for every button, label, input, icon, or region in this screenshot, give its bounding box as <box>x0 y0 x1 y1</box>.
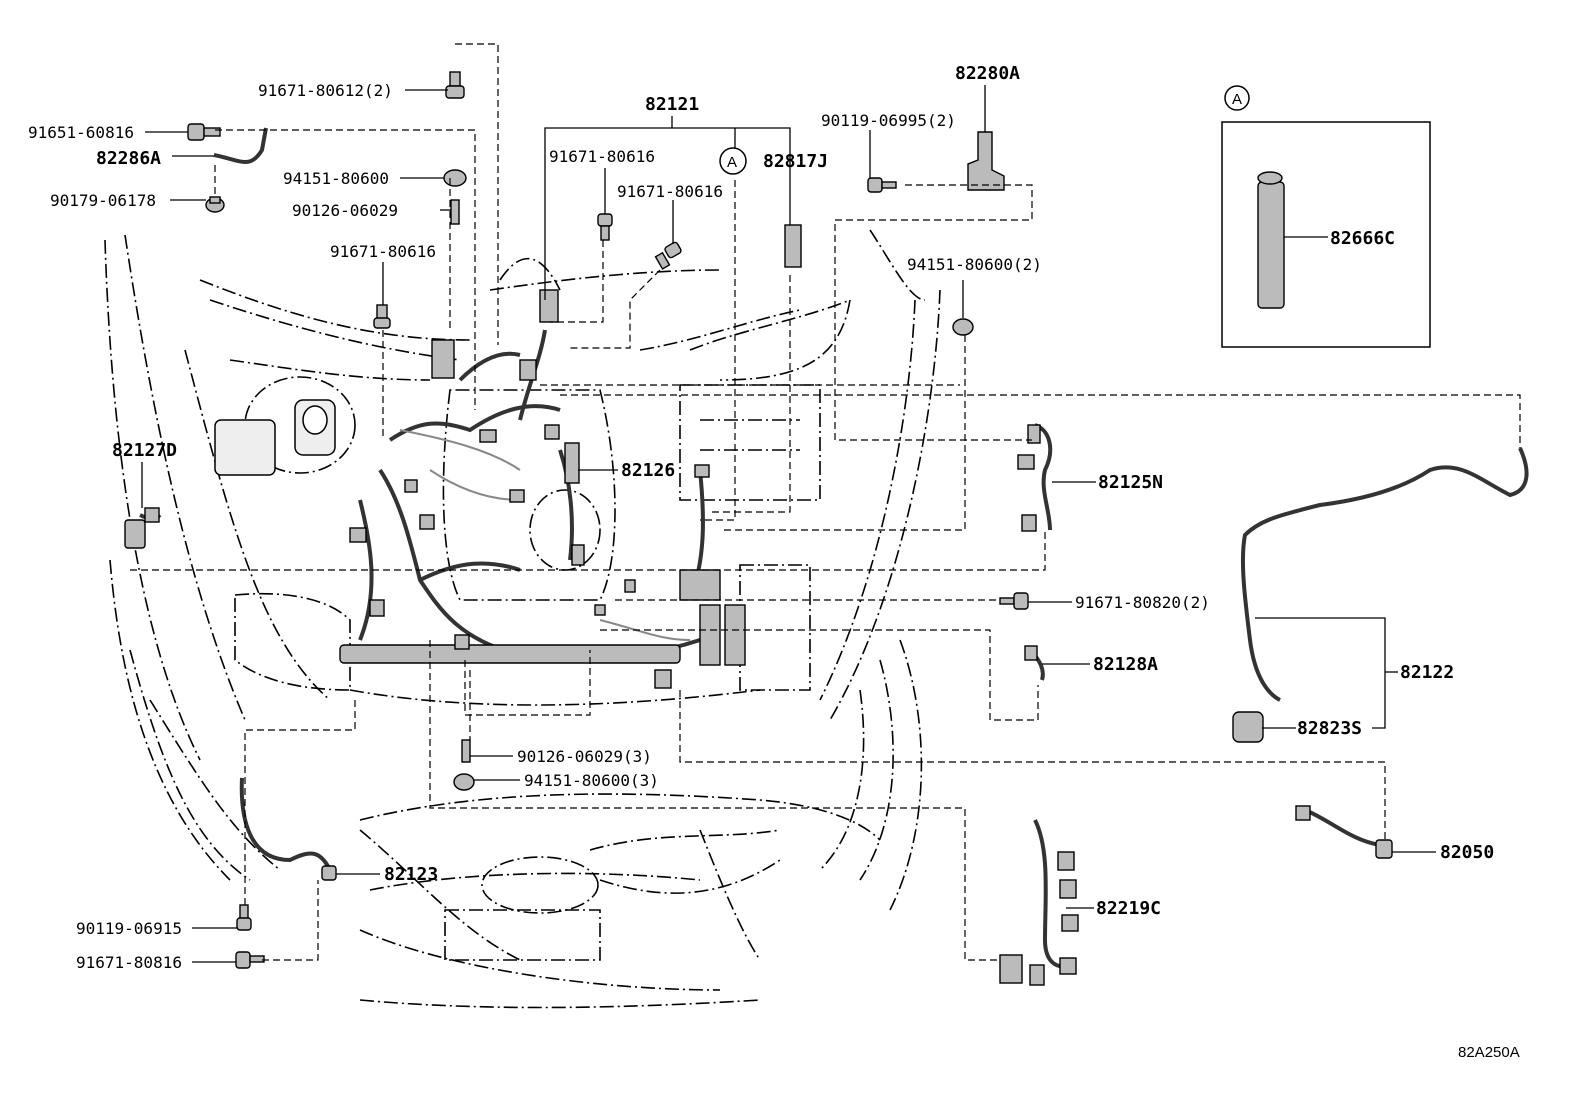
label-91671-80616-left: 91671-80616 <box>330 242 436 261</box>
label-94151-80600-top: 94151-80600 <box>283 169 389 188</box>
label-94151-80600-bottom: 94151-80600(3) <box>524 771 659 790</box>
label-90126-06029-bottom: 90126-06029(3) <box>517 747 652 766</box>
label-91671-80816: 91671-80816 <box>76 953 182 972</box>
label-82126: 82126 <box>621 460 675 481</box>
inset-callout-letter: A <box>1232 91 1242 108</box>
label-82121: 82121 <box>645 94 699 115</box>
label-94151-80600-right: 94151-80600(2) <box>907 255 1042 274</box>
callout-letter-a: A <box>727 154 737 171</box>
reference-dash-lines <box>130 43 1521 961</box>
nut-icon <box>952 318 974 336</box>
label-82125n: 82125N <box>1098 472 1163 493</box>
bolt-icon <box>187 123 221 141</box>
label-90126-06029-top: 90126-06029 <box>292 201 398 220</box>
stud-icon <box>450 199 460 225</box>
bolt-icon <box>654 241 682 270</box>
bolt-icon <box>867 177 897 193</box>
label-91671-80616-mid: 91671-80616 <box>549 147 655 166</box>
callout-circle-a <box>719 147 747 175</box>
bolt-icon <box>235 951 265 969</box>
label-91671-80612: 91671-80612(2) <box>258 81 393 100</box>
bolt-icon <box>999 592 1029 610</box>
leader-lines <box>141 85 1436 963</box>
nut-icon <box>453 773 475 791</box>
label-82666c: 82666C <box>1330 228 1395 249</box>
inset-box-a <box>1221 121 1431 348</box>
label-91671-80820: 91671-80820(2) <box>1075 593 1210 612</box>
label-90119-06915: 90119-06915 <box>76 919 182 938</box>
stud-icon <box>461 739 471 763</box>
label-82286a: 82286A <box>96 148 161 169</box>
label-91651-60816: 91651-60816 <box>28 123 134 142</box>
label-91671-80616-right: 91671-80616 <box>617 182 723 201</box>
engine-room-main-harness <box>339 289 746 689</box>
label-90179-06178: 90179-06178 <box>50 191 156 210</box>
fastener-icons <box>187 71 1029 969</box>
nut-icon <box>443 169 467 187</box>
inset-callout-circle <box>1224 85 1250 111</box>
label-90119-06995: 90119-06995(2) <box>821 111 956 130</box>
bolt-icon <box>597 213 613 241</box>
label-82219c: 82219C <box>1096 898 1161 919</box>
label-82123: 82123 <box>384 864 438 885</box>
label-82128a: 82128A <box>1093 654 1158 675</box>
label-82280a: 82280A <box>955 63 1020 84</box>
bolt-icon <box>373 304 391 329</box>
bolt-icon <box>445 71 465 99</box>
bolt-icon <box>236 904 252 931</box>
harness-parts <box>124 127 1529 986</box>
drawing-code: 82A250A <box>1458 1044 1520 1061</box>
label-82122: 82122 <box>1400 662 1454 683</box>
label-82050: 82050 <box>1440 842 1494 863</box>
part-labels: 91671-80612(2) 91651-60816 82286A 90179-… <box>28 63 1520 1061</box>
vehicle-body-outline <box>104 229 941 1009</box>
clip-icon <box>205 196 225 213</box>
label-82817j: 82817J <box>763 151 828 172</box>
label-82127d: 82127D <box>112 440 177 461</box>
label-82823s: 82823S <box>1297 718 1362 739</box>
